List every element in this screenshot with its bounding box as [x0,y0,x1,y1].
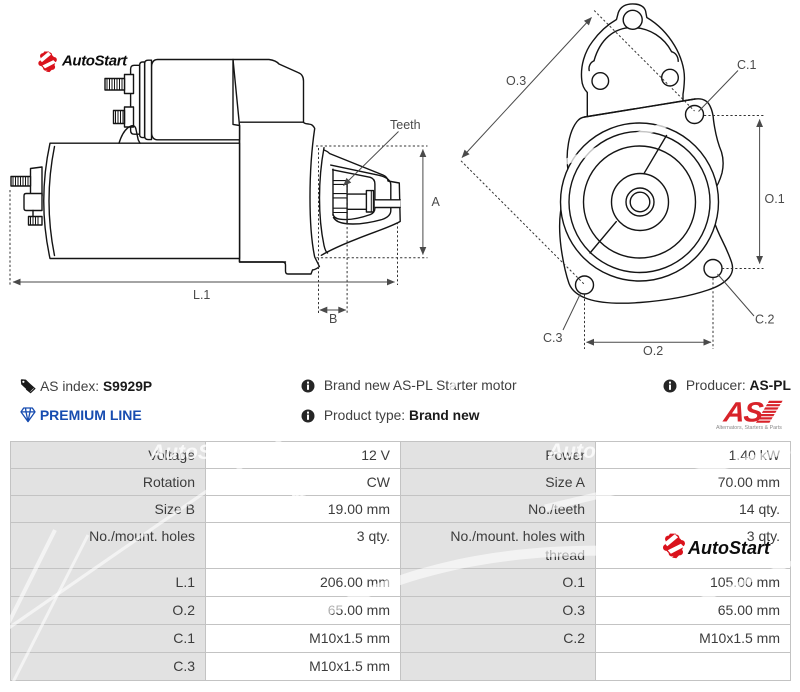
svg-text:Teeth: Teeth [390,118,421,132]
svg-text:O.3: O.3 [506,74,526,88]
svg-text:AutoStart: AutoStart [61,53,128,70]
svg-text:A: A [432,195,441,209]
svg-text:B: B [329,312,337,326]
svg-text:C.1: C.1 [737,58,757,72]
svg-text:Alternators, Starters & Parts: Alternators, Starters & Parts [716,425,782,431]
svg-text:C.2: C.2 [755,313,775,327]
svg-text:AS: AS [721,398,765,428]
svg-text:O.1: O.1 [765,192,785,206]
svg-text:L.1: L.1 [193,288,210,302]
svg-text:O.2: O.2 [643,344,663,358]
svg-text:C.3: C.3 [543,331,563,345]
